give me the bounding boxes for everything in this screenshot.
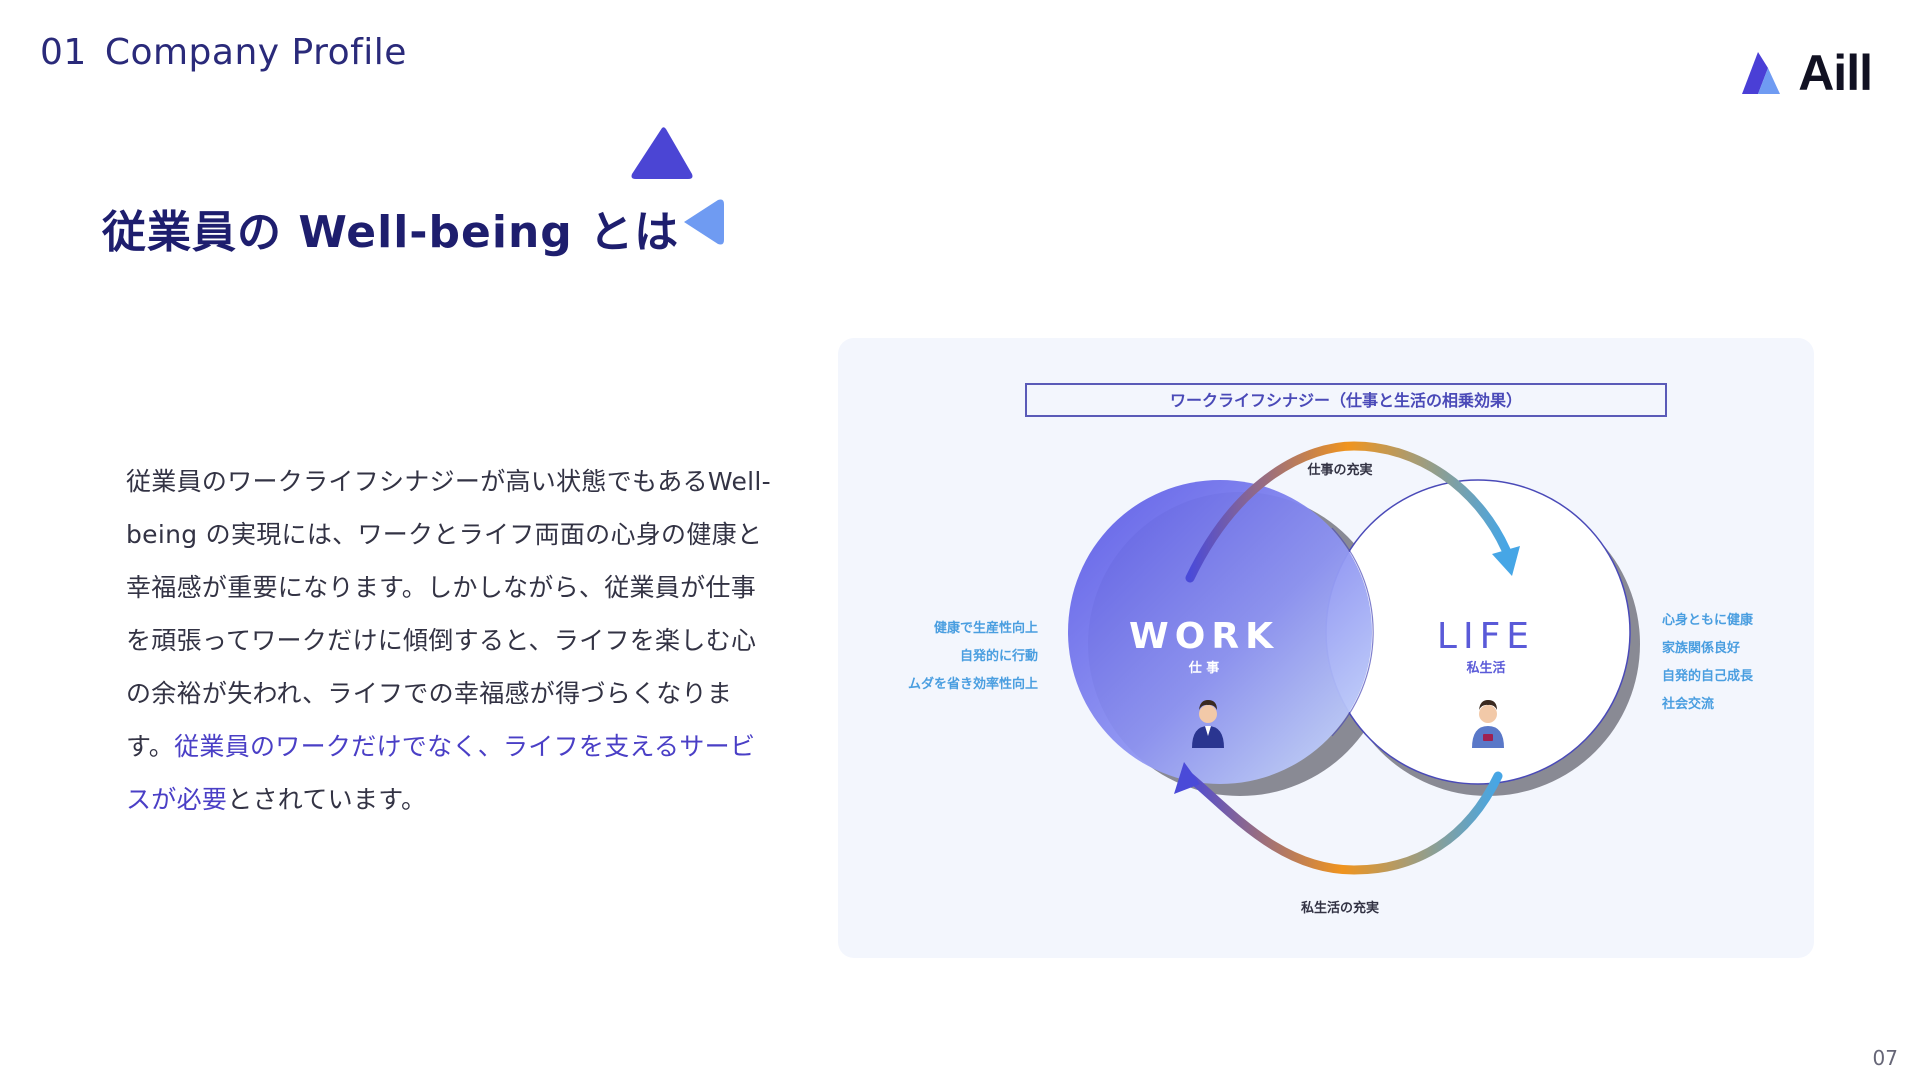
work-benefit-1: 健康で生産性向上 — [934, 620, 1038, 636]
brand-logo: Aill — [1736, 44, 1873, 102]
life-benefit-1: 心身ともに健康 — [1662, 612, 1754, 628]
bottom-arrow-head-icon — [1174, 762, 1200, 794]
top-arrow — [1185, 441, 1511, 583]
work-label: WORK — [1129, 616, 1279, 657]
body-paragraph: 従業員のワークライフシナジーが高い状態でもあるWell-being の実現には、… — [126, 455, 776, 826]
life-benefit-2: 家族関係良好 — [1662, 640, 1740, 656]
diagram-title: ワークライフシナジー（仕事と生活の相乗効果） — [1170, 391, 1522, 410]
body-text-end: とされています。 — [227, 785, 427, 814]
decorative-triangle-icon — [631, 127, 693, 179]
bottom-arrow-label: 私生活の充実 — [1301, 900, 1379, 916]
section-label: 01 Company Profile — [40, 32, 407, 73]
work-life-synergy-diagram: ワークライフシナジー（仕事と生活の相乗効果） 仕事の充実 私生活の充実 WORK… — [838, 338, 1814, 958]
work-circle — [1068, 480, 1372, 784]
decorative-triangle-small-icon — [684, 199, 724, 245]
life-sublabel: 私生活 — [1466, 660, 1505, 676]
life-label: LIFE — [1437, 616, 1535, 657]
page-number: 07 — [1872, 1046, 1898, 1070]
bottom-arrow — [1181, 769, 1503, 875]
body-highlight: 従業員のワークだけでなく、ライフを支えるサービスが必要 — [126, 732, 756, 814]
work-benefit-3: ムダを省き効率性向上 — [908, 676, 1038, 692]
overlap-outline — [1331, 527, 1374, 737]
section-number: 01 — [40, 32, 87, 73]
diagram-title-box — [1025, 383, 1667, 417]
life-benefit-3: 自発的自己成長 — [1662, 668, 1754, 684]
diagram-canvas: ワークライフシナジー（仕事と生活の相乗効果） 仕事の充実 私生活の充実 WORK… — [908, 383, 1754, 916]
brand-mark-icon — [1742, 52, 1781, 94]
body-text: 従業員のワークライフシナジーが高い状態でもあるWell-being の実現には、… — [126, 467, 771, 761]
life-benefit-4: 社会交流 — [1661, 696, 1714, 712]
work-benefit-2: 自発的に行動 — [960, 648, 1038, 664]
section-title: Company Profile — [104, 32, 407, 73]
page-title: 従業員の Well-being とは — [102, 207, 680, 258]
brand-name: Aill — [1798, 45, 1873, 101]
top-arrow-head-icon — [1492, 546, 1520, 576]
work-person-icon — [1192, 700, 1224, 748]
top-arrow-label: 仕事の充実 — [1306, 462, 1372, 478]
life-person-icon — [1472, 700, 1504, 748]
work-sublabel: 仕 事 — [1188, 660, 1220, 676]
